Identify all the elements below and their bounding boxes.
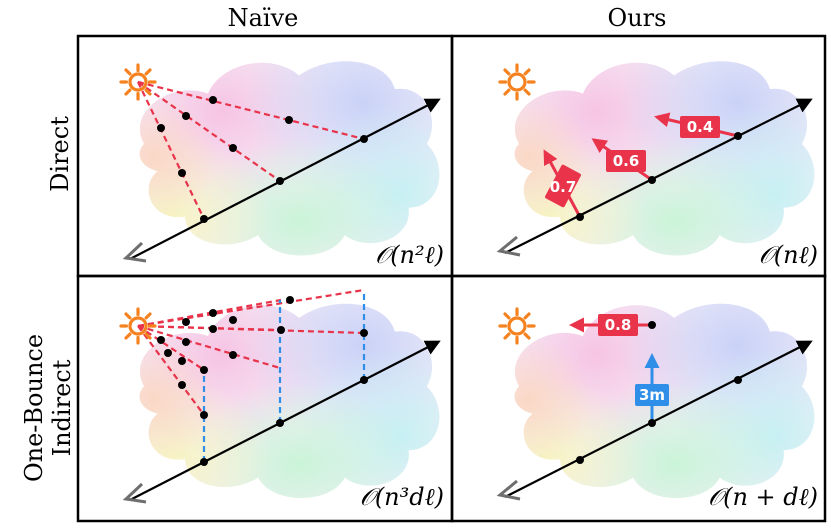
panel-ours-indirect: 0.8 3m 𝒪(n + dℓ) [446,245,831,528]
svg-text:3m: 3m [639,386,665,404]
camera-arrow-icon [496,479,521,501]
sun-icon [498,307,536,345]
column-title-naive: Naïve [227,4,299,32]
column-title-ours: Ours [607,4,667,32]
svg-text:0.7: 0.7 [550,178,577,196]
complexity-label: 𝒪(nℓ) [759,241,818,269]
panel-frame-ours-indirect [450,274,827,523]
camera-ray [504,98,813,254]
complexity-label: 𝒪(n + dℓ) [708,483,818,511]
svg-text:0.4: 0.4 [687,118,714,136]
sample-points [157,96,368,223]
shadow-rays [137,80,365,220]
sun-icon [498,63,536,101]
svg-text:0.6: 0.6 [613,152,640,170]
panel-ours-direct: 0.7 0.6 0.4 𝒪(nℓ) [446,3,831,304]
panel-naive-indirect: 𝒪(n³dℓ) [71,245,500,528]
tag-0-4: 0.4 [680,116,720,138]
tag-0-8: 0.8 [598,314,638,336]
camera-arrow-icon [122,241,147,263]
sample-points [157,296,368,466]
complexity-label: 𝒪(n³dℓ) [360,483,444,511]
sample-points [576,321,742,464]
camera-arrow-icon [122,482,147,504]
complexity-label: 𝒪(n²ℓ) [375,241,444,269]
camera-arrow-icon [496,235,521,257]
tag-0-6: 0.6 [606,150,646,172]
camera-ray [129,340,441,501]
camera-ray [129,98,441,260]
shadow-rays [137,288,365,416]
camera-ray [504,340,813,498]
tag-0-7: 0.7 [545,164,581,208]
panel-naive-direct: 𝒪(n²ℓ) [71,3,500,304]
svg-text:0.8: 0.8 [605,316,632,334]
tag-3m: 3m [635,384,669,406]
sample-points [576,132,742,221]
